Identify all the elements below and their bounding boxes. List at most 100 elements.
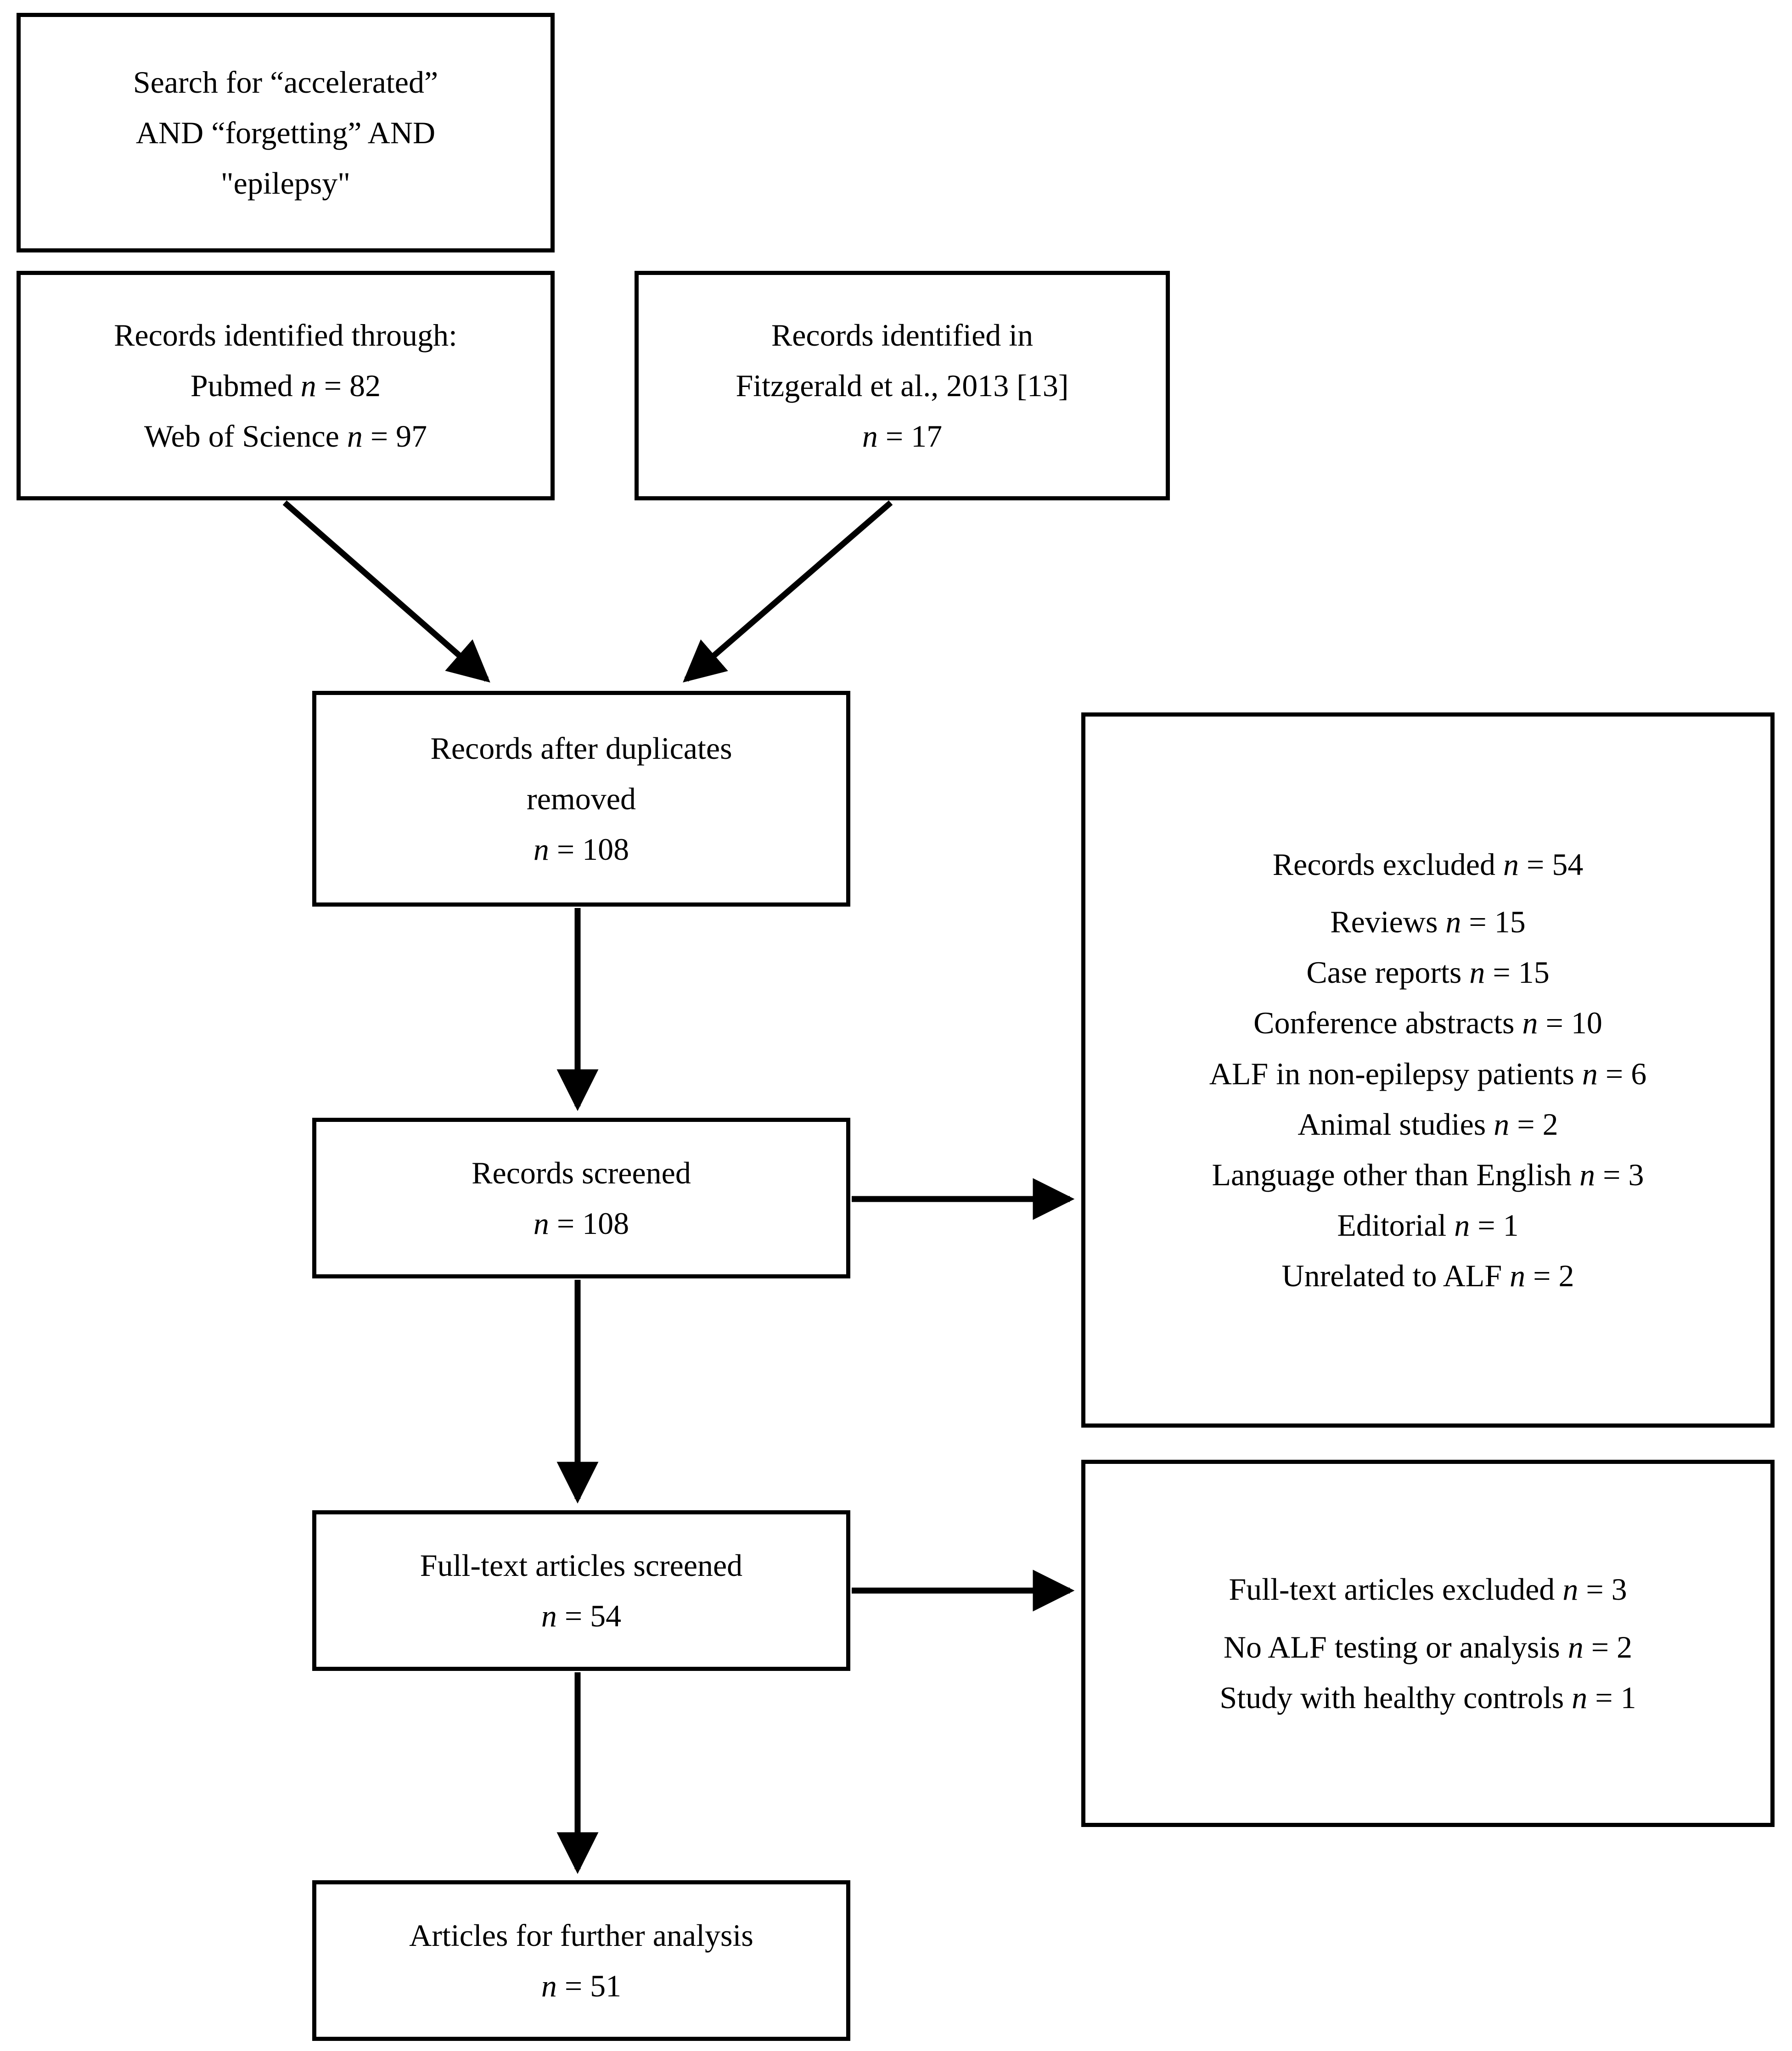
excluded-reason-row: Language other than English n = 3 <box>1212 1149 1644 1200</box>
n-symbol: n <box>533 1206 549 1241</box>
fulltext-excluded-reason-row: No ALF testing or analysis n = 2 <box>1224 1622 1632 1672</box>
records-after-duplicates-removed-box: Records after duplicates removed n = 108 <box>312 691 850 907</box>
n-symbol: n <box>541 1598 557 1633</box>
n-symbol: n <box>1469 955 1485 990</box>
excluded-heading-row: Records excluded n = 54 <box>1273 839 1584 890</box>
fitzgerald-count-row: n = 17 <box>862 411 942 461</box>
n-symbol: n <box>1582 1056 1598 1091</box>
final-count-row: n = 51 <box>541 1961 621 2011</box>
dedup-n: 108 <box>582 832 629 867</box>
arrow-fitzgerald-to-dedup <box>683 500 893 683</box>
fulltext-excluded-reason-n: 2 <box>1617 1629 1633 1664</box>
arrow-databases-to-dedup <box>282 500 490 683</box>
excluded-reason-label: Reviews <box>1330 904 1438 940</box>
excluded-reason-row: ALF in non-epilepsy patients n = 6 <box>1209 1048 1646 1099</box>
excluded-reason-row: Reviews n = 15 <box>1330 897 1526 947</box>
excluded-heading-label: Records excluded <box>1272 846 1495 882</box>
databases-wos-label: Web of Science <box>144 419 339 454</box>
screened-n: 108 <box>582 1206 629 1241</box>
equals-symbol: = <box>1493 955 1511 990</box>
excluded-reason-label: Editorial <box>1337 1207 1447 1243</box>
databases-pubmed-n: 82 <box>349 368 381 403</box>
search-line-2: AND “forgetting” AND <box>135 115 436 150</box>
n-symbol: n <box>1510 1258 1526 1294</box>
excluded-reason-n: 15 <box>1518 955 1550 990</box>
fulltext-excluded-reason-n: 1 <box>1620 1680 1636 1715</box>
excluded-reason-label: Animal studies <box>1298 1106 1486 1142</box>
databases-pubmed-row: Pubmed n = 82 <box>191 360 381 411</box>
equals-symbol: = <box>556 832 575 867</box>
excluded-reason-n: 3 <box>1628 1157 1644 1192</box>
fitzgerald-citation: Fitzgerald et al., 2013 [13] <box>736 368 1069 403</box>
excluded-reason-row: Case reports n = 15 <box>1306 947 1549 997</box>
screened-heading: Records screened <box>472 1155 691 1190</box>
databases-wos-row: Web of Science n = 97 <box>144 411 427 461</box>
screened-count-row: n = 108 <box>534 1198 629 1249</box>
search-strategy-box: Search for “accelerated” AND “forgetting… <box>17 13 555 252</box>
fulltext-n: 54 <box>590 1598 622 1633</box>
dedup-line-2: removed <box>527 781 636 816</box>
final-heading: Articles for further analysis <box>409 1917 753 1953</box>
n-symbol: n <box>1567 1629 1584 1664</box>
equals-symbol: = <box>324 368 342 403</box>
excluded-reason-row: Editorial n = 1 <box>1337 1200 1518 1250</box>
full-text-articles-excluded-box: Full-text articles excluded n = 3 No ALF… <box>1081 1460 1775 1827</box>
equals-symbol: = <box>885 419 904 454</box>
equals-symbol: = <box>1477 1207 1495 1243</box>
equals-symbol: = <box>370 419 388 454</box>
excluded-reason-label: ALF in non-epilepsy patients <box>1209 1056 1574 1091</box>
n-symbol: n <box>1572 1680 1588 1715</box>
excluded-reason-n: 15 <box>1494 904 1526 940</box>
records-screened-box: Records screened n = 108 <box>312 1118 850 1278</box>
fulltext-heading: Full-text articles screened <box>420 1547 743 1583</box>
fulltext-excluded-heading-row: Full-text articles excluded n = 3 <box>1229 1564 1627 1614</box>
fulltext-excluded-heading-label: Full-text articles excluded <box>1229 1572 1555 1607</box>
n-symbol: n <box>1494 1106 1510 1142</box>
search-line-1: Search for “accelerated” <box>133 64 438 100</box>
excluded-reason-n: 10 <box>1571 1005 1602 1041</box>
databases-heading: Records identified through: <box>114 317 457 353</box>
equals-symbol: = <box>1533 1258 1551 1294</box>
excluded-reason-label: Conference abstracts <box>1253 1005 1515 1041</box>
equals-symbol: = <box>1526 846 1545 882</box>
excluded-reason-row: Animal studies n = 2 <box>1298 1099 1558 1149</box>
excluded-reason-n: 1 <box>1503 1207 1519 1243</box>
excluded-reason-n: 6 <box>1631 1056 1647 1091</box>
databases-wos-n: 97 <box>396 419 427 454</box>
dedup-count-row: n = 108 <box>534 824 629 874</box>
n-symbol: n <box>1562 1572 1579 1607</box>
excluded-reason-n: 2 <box>1558 1258 1574 1294</box>
dedup-line-1: Records after duplicates <box>430 730 732 766</box>
equals-symbol: = <box>1605 1056 1623 1091</box>
equals-symbol: = <box>1595 1680 1613 1715</box>
n-symbol: n <box>1522 1005 1538 1041</box>
fulltext-excluded-reason-row: Study with healthy controls n = 1 <box>1219 1672 1636 1723</box>
fulltext-excluded-heading-n: 3 <box>1611 1572 1627 1607</box>
search-line-3: "epilepsy" <box>220 166 351 201</box>
n-symbol: n <box>1579 1157 1595 1192</box>
n-symbol: n <box>541 1968 557 2003</box>
fulltext-excluded-reason-label: Study with healthy controls <box>1219 1680 1564 1715</box>
excluded-reason-row: Conference abstracts n = 10 <box>1253 997 1602 1048</box>
records-identified-fitzgerald-box: Records identified in Fitzgerald et al.,… <box>635 271 1170 500</box>
equals-symbol: = <box>1545 1005 1563 1041</box>
equals-symbol: = <box>1591 1629 1609 1664</box>
n-symbol: n <box>300 368 316 403</box>
n-symbol: n <box>1503 846 1519 882</box>
n-symbol: n <box>862 419 878 454</box>
excluded-reason-label: Language other than English <box>1212 1157 1572 1192</box>
fulltext-count-row: n = 54 <box>541 1591 621 1641</box>
equals-symbol: = <box>556 1206 575 1241</box>
excluded-reason-label: Case reports <box>1306 955 1462 990</box>
records-identified-databases-box: Records identified through: Pubmed n = 8… <box>17 271 555 500</box>
n-symbol: n <box>1445 904 1461 940</box>
fulltext-excluded-reason-label: No ALF testing or analysis <box>1223 1629 1560 1664</box>
fitzgerald-n: 17 <box>911 419 943 454</box>
n-symbol: n <box>533 832 549 867</box>
equals-symbol: = <box>564 1968 583 2003</box>
final-n: 51 <box>590 1968 622 2003</box>
equals-symbol: = <box>1469 904 1487 940</box>
fitzgerald-heading: Records identified in <box>771 317 1034 353</box>
excluded-reason-n: 2 <box>1542 1106 1558 1142</box>
